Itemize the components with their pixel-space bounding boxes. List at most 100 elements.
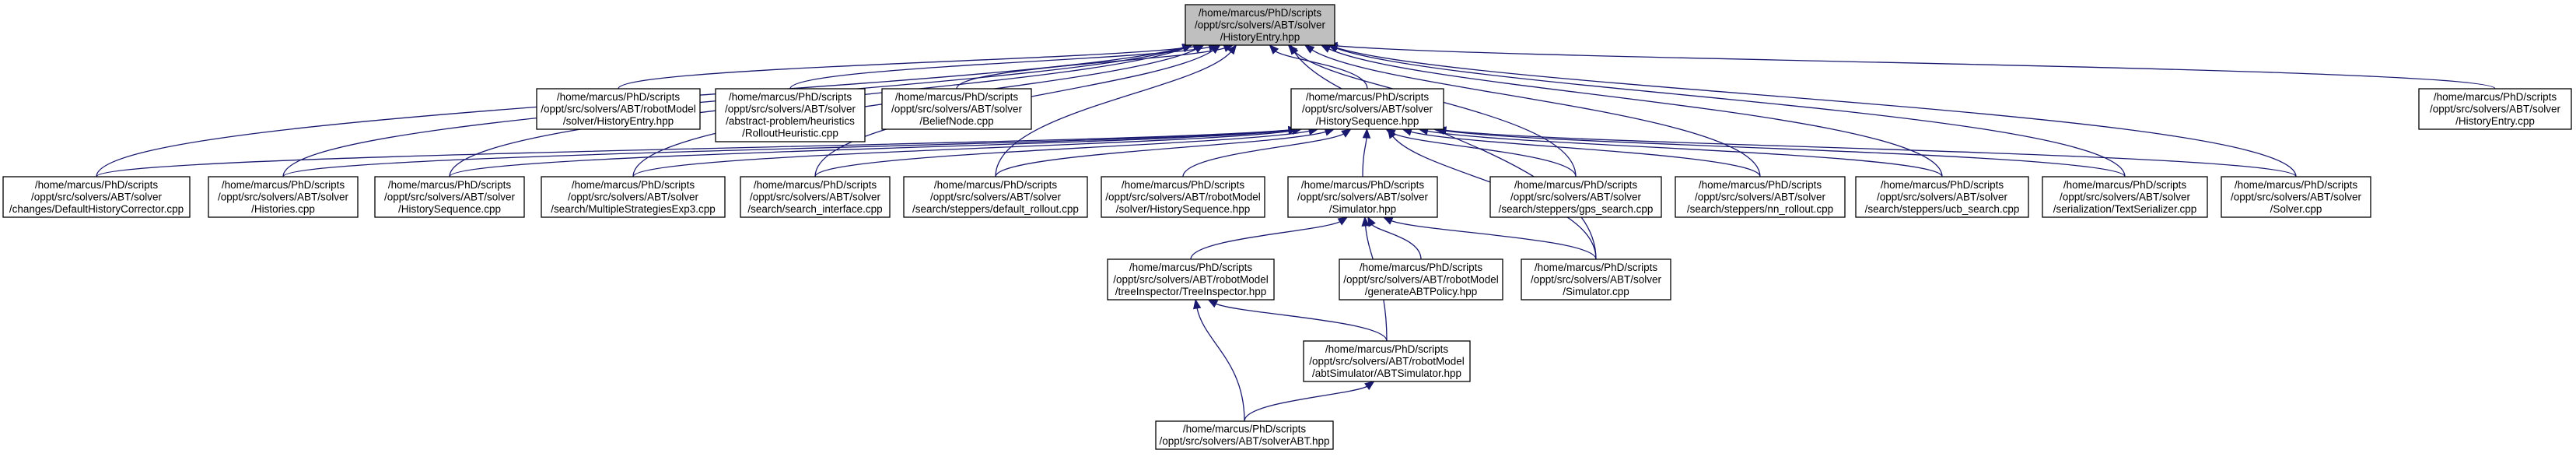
node-label-line: /oppt/src/solvers/ABT/solver — [2060, 191, 2191, 202]
node-label-line: /oppt/src/solvers/ABT/robotModel — [1343, 273, 1499, 285]
node-box — [2, 176, 191, 218]
node-label-line: /search/steppers/ucb_search.cpp — [1865, 203, 2020, 215]
node-label-line: /Solver.cpp — [2270, 203, 2322, 215]
node-label-line: /oppt/src/solvers/ABT/solver — [568, 191, 699, 202]
node-label-line: /home/marcus/PhD/scripts — [1881, 179, 2004, 191]
node-label-line: /solver/HistoryEntry.hpp — [563, 115, 674, 127]
edge-solver_cpp-to-root — [1327, 44, 2297, 178]
node-abtsimulator[interactable]: /home/marcus/PhD/scripts/oppt/src/solver… — [1303, 340, 1471, 382]
node-solverabt[interactable]: /home/marcus/PhD/scripts/oppt/src/solver… — [1155, 420, 1334, 450]
node-label-line: /generateABTPolicy.hpp — [1365, 286, 1478, 297]
node-label-line: /home/marcus/PhD/scripts — [1325, 343, 1449, 355]
node-multiplestrategies[interactable]: /home/marcus/PhD/scripts/oppt/src/solver… — [541, 176, 726, 218]
edge-simulator_hpp-to-historysequence_hpp — [1362, 128, 1371, 178]
node-label-line: /oppt/src/solvers/ABT/robotModel — [1105, 191, 1261, 202]
node-box — [1521, 258, 1671, 301]
node-box — [1855, 176, 2029, 218]
node-label-line: /abtSimulator/ABTSimulator.hpp — [1312, 367, 1461, 379]
node-label-line: /home/marcus/PhD/scripts — [2434, 91, 2557, 103]
node-box — [903, 176, 1088, 218]
node-label-line: /abstract-problem/heuristics — [726, 115, 855, 127]
edge-simulator_cpp-to-simulator_hpp — [1382, 216, 1597, 260]
edge-line — [282, 129, 1290, 178]
node-label-line: /oppt/src/solvers/ABT/solver — [1695, 191, 1826, 202]
node-search_interface[interactable]: /home/marcus/PhD/scripts/oppt/src/solver… — [740, 176, 891, 218]
edge-line — [632, 130, 1293, 178]
node-historysequence_cpp[interactable]: /home/marcus/PhD/scripts/oppt/src/solver… — [374, 176, 525, 218]
node-histories[interactable]: /home/marcus/PhD/scripts/oppt/src/solver… — [208, 176, 359, 218]
node-label-line: /Histories.cpp — [251, 203, 315, 215]
node-default_rollout[interactable]: /home/marcus/PhD/scripts/oppt/src/solver… — [903, 176, 1088, 218]
node-label-line: /home/marcus/PhD/scripts — [1306, 91, 1430, 103]
node-label-line: /home/marcus/PhD/scripts — [1183, 424, 1307, 435]
node-simulator_cpp[interactable]: /home/marcus/PhD/scripts/oppt/src/solver… — [1521, 258, 1671, 301]
node-label-line: /changes/DefaultHistoryCorrector.cpp — [9, 203, 184, 215]
node-root[interactable]: /home/marcus/PhD/scripts/oppt/src/solver… — [1185, 4, 1335, 46]
edge-solverabt-to-abtsimulator — [1244, 381, 1375, 422]
edge-line — [1244, 385, 1367, 422]
edge-line — [995, 131, 1326, 178]
node-label-line: /home/marcus/PhD/scripts — [754, 179, 877, 191]
node-label-line: /search/search_interface.cpp — [747, 203, 882, 215]
node-solver_cpp[interactable]: /home/marcus/PhD/scripts/oppt/src/solver… — [2221, 176, 2371, 218]
edge-line — [1275, 51, 1368, 90]
arrowhead-icon — [1387, 128, 1397, 139]
node-historysequence_hpp[interactable]: /home/marcus/PhD/scripts/oppt/src/solver… — [1290, 88, 1444, 130]
edge-line — [1216, 303, 1388, 342]
node-defaulthistorycorrector[interactable]: /home/marcus/PhD/scripts/oppt/src/solver… — [2, 176, 191, 218]
node-gps_search[interactable]: /home/marcus/PhD/scripts/oppt/src/solver… — [1489, 176, 1662, 218]
node-box — [536, 88, 701, 130]
edge-line — [1293, 51, 1577, 178]
node-label-line: /home/marcus/PhD/scripts — [1360, 262, 1483, 273]
node-treeinspector[interactable]: /home/marcus/PhD/scripts/oppt/src/solver… — [1107, 258, 1275, 301]
edge-line — [618, 46, 1195, 90]
node-rollout_heuristic[interactable]: /home/marcus/PhD/scripts/oppt/src/solver… — [715, 88, 866, 142]
edge-line — [1182, 133, 1344, 178]
node-box — [1101, 176, 1265, 218]
node-label-line: /home/marcus/PhD/scripts — [1129, 262, 1253, 273]
node-textserializer[interactable]: /home/marcus/PhD/scripts/oppt/src/solver… — [2042, 176, 2208, 218]
node-box — [1287, 176, 1438, 218]
node-label-line: /oppt/src/solvers/ABT/robotModel — [1309, 355, 1465, 367]
edge-nn_rollout-to-root — [1304, 44, 1761, 178]
edge-line — [1444, 130, 2126, 178]
node-box — [2042, 176, 2208, 218]
arrowhead-icon — [1337, 216, 1349, 226]
node-label-line: /Simulator.cpp — [1563, 286, 1629, 297]
edge-line — [1410, 131, 1761, 178]
arrowhead-icon — [1304, 44, 1315, 54]
arrowhead-icon — [1210, 44, 1221, 54]
node-label-line: /oppt/src/solvers/ABT/solver — [218, 191, 349, 202]
arrowhead-icon — [1341, 128, 1352, 138]
node-label-line: /home/marcus/PhD/scripts — [388, 179, 512, 191]
node-label-line: /oppt/src/solvers/ABT/solver — [1531, 273, 1662, 285]
node-nn_rollout[interactable]: /home/marcus/PhD/scripts/oppt/src/solver… — [1675, 176, 1846, 218]
node-label-line: /home/marcus/PhD/scripts — [2235, 179, 2358, 191]
node-label-line: /home/marcus/PhD/scripts — [1122, 179, 1245, 191]
node-label-line: /HistoryEntry.hpp — [1220, 31, 1300, 43]
node-label-line: /HistorySequence.hpp — [1316, 115, 1419, 127]
node-historyentry_cpp[interactable]: /home/marcus/PhD/scripts/oppt/src/solver… — [2418, 88, 2572, 130]
node-ucb_search[interactable]: /home/marcus/PhD/scripts/oppt/src/solver… — [1855, 176, 2029, 218]
arrowhead-icon — [1192, 298, 1202, 310]
edge-line — [1336, 45, 2496, 90]
node-label-line: /home/marcus/PhD/scripts — [895, 91, 1019, 103]
edge-line — [1328, 48, 1943, 178]
node-label-line: /home/marcus/PhD/scripts — [557, 91, 681, 103]
node-beliefnode[interactable]: /home/marcus/PhD/scripts/oppt/src/solver… — [881, 88, 1032, 130]
node-rm_historyentry[interactable]: /home/marcus/PhD/scripts/oppt/src/solver… — [536, 88, 701, 130]
node-simulator_hpp[interactable]: /home/marcus/PhD/scripts/oppt/src/solver… — [1287, 176, 1438, 218]
node-generateabtpolicy[interactable]: /home/marcus/PhD/scripts/oppt/src/solver… — [1339, 258, 1503, 301]
edge-historyentry_cpp-to-root — [1327, 41, 2496, 90]
edge-line — [1311, 49, 1761, 178]
edge-line — [1391, 220, 1597, 260]
node-box — [1339, 258, 1503, 301]
node-label-line: /home/marcus/PhD/scripts — [729, 91, 852, 103]
node-label-line: /HistorySequence.cpp — [398, 203, 501, 215]
edge-historysequence_hpp-to-root — [1269, 44, 1368, 90]
node-label-line: /oppt/src/solvers/ABT/solver — [725, 104, 856, 115]
node-rm_historysequence[interactable]: /home/marcus/PhD/scripts/oppt/src/solver… — [1101, 176, 1265, 218]
edge-default_rollout-to-historysequence_hpp — [995, 128, 1335, 178]
node-box — [541, 176, 726, 218]
